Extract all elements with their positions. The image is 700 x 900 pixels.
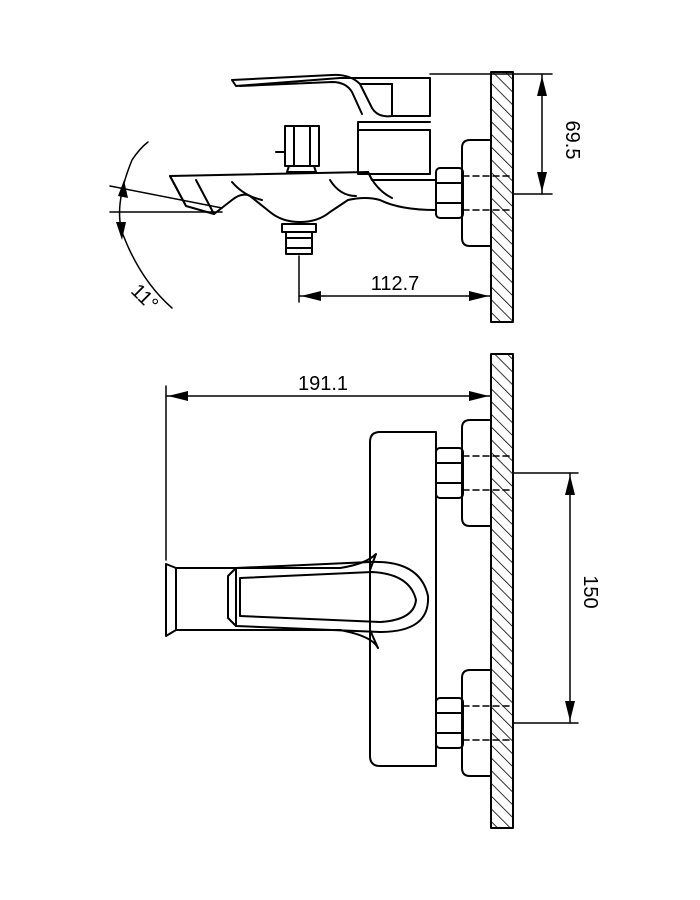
wall-flange-top [461,139,492,247]
hex-nut-upper [435,447,464,499]
length-dimension [165,385,492,561]
wall-flange-upper [461,419,492,527]
spout-top-view [165,553,379,649]
height-dimension-label: 69.5 [561,121,583,160]
angle-dimension-label: 11° [126,280,162,316]
projection-dimension [298,255,492,303]
hex-nut-lower [435,697,464,749]
cartridge-body [357,129,431,175]
projection-dimension-label: 112.7 [371,273,420,295]
wall-section-top [490,71,514,323]
mixer-body-top [369,431,437,767]
wall-flange-lower [461,669,492,777]
aerator-outlet [281,223,317,233]
spacing-dimension [512,472,579,724]
spout-body-side [169,171,437,223]
diverter-knob [284,125,320,167]
spacing-dimension-label: 150 [579,575,601,608]
lever-handle-top [227,560,430,633]
hex-nut-top [435,167,464,219]
length-dimension-label: 191.1 [298,373,348,395]
lever-handle-side [231,73,431,118]
top-view [165,353,514,829]
wall-section-bottom [490,353,514,829]
angle-arrows [116,180,128,240]
angle-dimension [109,141,223,309]
side-view [169,71,514,323]
